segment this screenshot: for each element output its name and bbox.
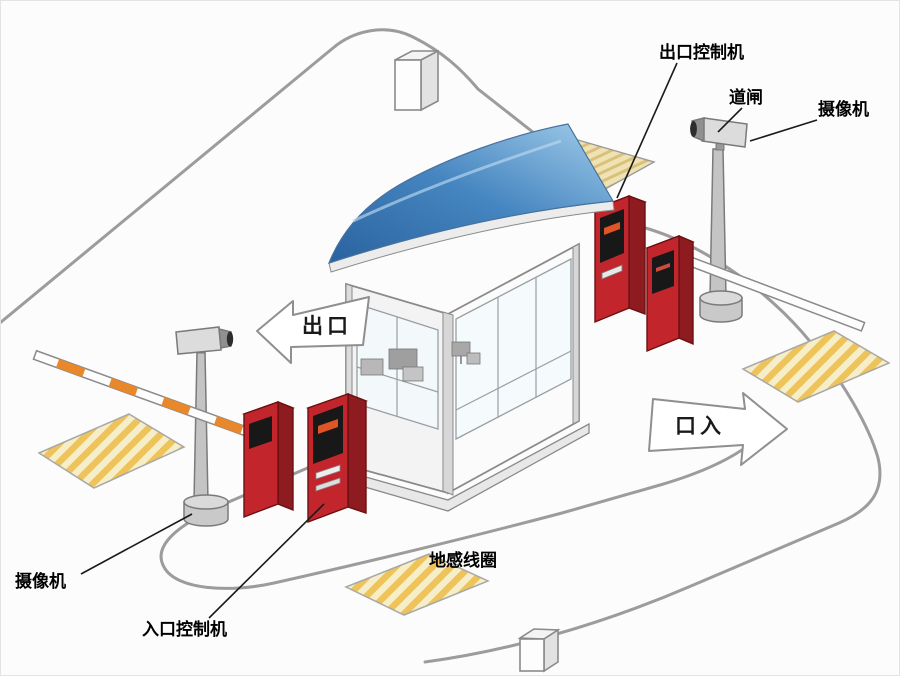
ground-coil-right xyxy=(741,330,891,403)
entrance-barrier-side xyxy=(277,400,294,512)
entrance-controller-slot-1 xyxy=(315,464,341,480)
camera-left-pole xyxy=(193,351,209,502)
camera-left-base-top xyxy=(183,494,229,510)
top-box-side-face xyxy=(420,49,439,112)
label-camera-top-right: 摄像机 xyxy=(818,99,869,120)
entrance-direction-arrow: 口入 xyxy=(648,392,788,466)
camera-right-body xyxy=(701,117,748,148)
ground-coil-middle xyxy=(344,553,490,616)
arm-stripe-1 xyxy=(56,358,86,377)
booth-window-right-rail xyxy=(455,350,572,411)
booth-desk-box xyxy=(402,366,424,382)
label-camera-bottom-left: 摄像机 xyxy=(15,571,66,592)
leader-camera-top xyxy=(749,119,818,142)
guard-booth xyxy=(327,123,656,512)
exit-barrier-front xyxy=(646,234,680,353)
booth-roof xyxy=(327,123,614,264)
entrance-barrier-gate xyxy=(32,349,295,519)
booth-desk-equipment xyxy=(388,348,418,370)
text-labels: 出口控制机 道闸 摄像机 摄像机 入口控制机 地感线圈 xyxy=(15,42,869,640)
top-post-box xyxy=(394,49,439,112)
leader-exit-controller xyxy=(616,62,678,199)
entrance-control-machine xyxy=(305,392,369,524)
booth-window-right xyxy=(455,257,572,441)
leader-entrance-controller xyxy=(208,503,325,619)
exit-controller-screen xyxy=(600,209,624,263)
road-edge-inner-island xyxy=(159,439,756,590)
camera-left-body xyxy=(175,326,222,355)
booth-post-center xyxy=(442,311,454,496)
exit-barrier-screen xyxy=(652,250,674,294)
road-edge-top-left xyxy=(1,28,550,324)
exit-control-machine xyxy=(593,194,647,324)
exit-barrier-side xyxy=(678,234,694,346)
entrance-barrier-screen xyxy=(249,416,272,449)
exit-controller-ticket-slot xyxy=(601,264,623,280)
label-barrier-gate: 道闸 xyxy=(729,87,763,108)
camera-left-lens-icon xyxy=(226,331,234,347)
exit-barrier-indicator xyxy=(656,263,670,272)
label-ground-coil: 地感线圈 xyxy=(429,550,497,571)
exit-barrier-gate xyxy=(645,234,866,353)
entrance-barrier-front xyxy=(243,401,279,519)
bottom-box-front-face xyxy=(519,638,545,672)
booth-console xyxy=(466,352,481,365)
arm-stripe-3 xyxy=(161,397,191,416)
booth-desk-item xyxy=(360,358,384,376)
arm-stripe-4 xyxy=(214,416,244,435)
entrance-controller-slot-2 xyxy=(315,477,341,492)
leader-barrier-gate xyxy=(717,107,743,133)
entrance-arrow-shape xyxy=(648,392,788,466)
exit-controller-side xyxy=(628,194,646,316)
entrance-controller-panel xyxy=(313,405,343,464)
booth-post-right xyxy=(572,243,580,425)
leader-lines xyxy=(80,62,818,619)
entrance-controller-display xyxy=(318,419,338,434)
exit-controller-display xyxy=(604,222,620,235)
exit-direction-arrow: 出口 xyxy=(256,296,370,364)
exit-arrow-label: 出口 xyxy=(302,314,352,338)
camera-right-lens-icon xyxy=(690,121,697,137)
exit-arrow-shape xyxy=(256,296,370,364)
ground-coil-left xyxy=(37,413,186,489)
ground-coils xyxy=(37,330,891,616)
bottom-post-box xyxy=(517,628,561,673)
arm-stripe-2 xyxy=(108,377,139,396)
entrance-arrow-label: 口入 xyxy=(675,414,725,438)
label-exit-controller: 出口控制机 xyxy=(659,42,744,63)
camera-left xyxy=(175,326,234,527)
entrance-controller-side xyxy=(347,392,367,514)
top-box-front-face xyxy=(394,59,422,111)
camera-right xyxy=(690,117,748,323)
booth-roof-sheen xyxy=(352,139,562,223)
label-entrance-controller: 入口控制机 xyxy=(142,619,227,640)
leader-camera-bottom xyxy=(80,513,193,575)
camera-right-base-top xyxy=(699,290,743,306)
